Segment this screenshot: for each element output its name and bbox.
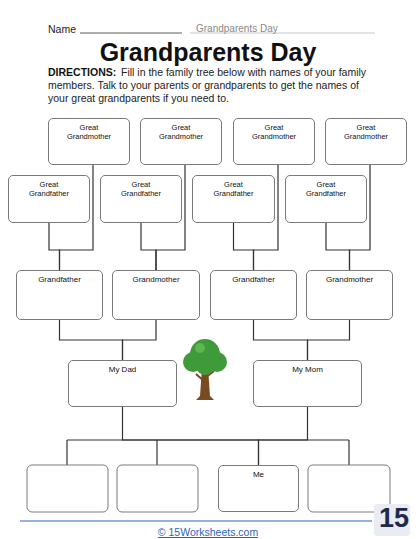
tree-connector: [308, 320, 350, 360]
family-box: Me: [218, 465, 299, 512]
box-label: Grandfather: [219, 275, 289, 285]
family-box: Great Grandfather: [285, 175, 367, 223]
box-label: Great Grandfather: [23, 180, 75, 198]
box-label: Grandmother: [315, 275, 385, 285]
family-box: My Mom: [253, 360, 362, 407]
tree-connector: [60, 320, 123, 360]
empty-box: [27, 465, 390, 512]
family-box: Great Grandfather: [100, 175, 182, 223]
box-label: Great Grandfather: [300, 180, 352, 198]
tree-connector: [254, 320, 308, 360]
children-bus: [67, 440, 349, 465]
family-box: Great Grandmother: [325, 118, 407, 165]
family-box: Great Grandfather: [8, 175, 90, 223]
box-label: Me: [229, 470, 289, 480]
text-label: Fill in the family tree below with names…: [48, 66, 378, 105]
text-label: © 15Worksheets.com: [0, 526, 416, 538]
tree-connector: [259, 407, 308, 465]
family-box: Great Grandmother: [48, 118, 130, 165]
box-label: Great Grandmother: [248, 123, 300, 141]
box-label: Great Grandmother: [63, 123, 115, 141]
page-title: Grandparents Day: [0, 38, 416, 67]
text-label: Name: [48, 23, 76, 35]
tree-connector: [234, 223, 254, 270]
footer-rule: [20, 520, 372, 521]
box-label: My Mom: [268, 365, 348, 375]
tree-illustration: [183, 339, 227, 400]
text-label: 15: [379, 503, 409, 534]
box-label: Great Grandfather: [208, 180, 260, 198]
box-label: My Dad: [83, 365, 163, 375]
box-label: Grandfather: [25, 275, 95, 285]
tree-connector: [326, 223, 350, 270]
family-box: Grandmother: [112, 270, 200, 320]
family-box: Great Grandmother: [140, 118, 222, 165]
text-label: Grandparents Day: [196, 23, 278, 34]
name-blank: [80, 33, 182, 34]
family-box: My Dad: [68, 360, 177, 407]
family-box: Grandmother: [306, 270, 393, 320]
tree-connector: [123, 407, 259, 465]
family-box: Great Grandmother: [233, 118, 315, 165]
tree-connector: [141, 223, 156, 270]
logo-tile: [374, 504, 410, 536]
tree-connector: [123, 320, 157, 360]
box-label: Great Grandfather: [115, 180, 167, 198]
family-box: Grandfather: [16, 270, 103, 320]
box-label: Great Grandmother: [340, 123, 392, 141]
box-label: Grandmother: [121, 275, 191, 285]
tree-connector: [49, 223, 60, 270]
box-label: Great Grandmother: [155, 123, 207, 141]
text-label: DIRECTIONS:: [48, 66, 116, 78]
family-box: Grandfather: [210, 270, 297, 320]
family-box: Great Grandfather: [192, 175, 275, 223]
